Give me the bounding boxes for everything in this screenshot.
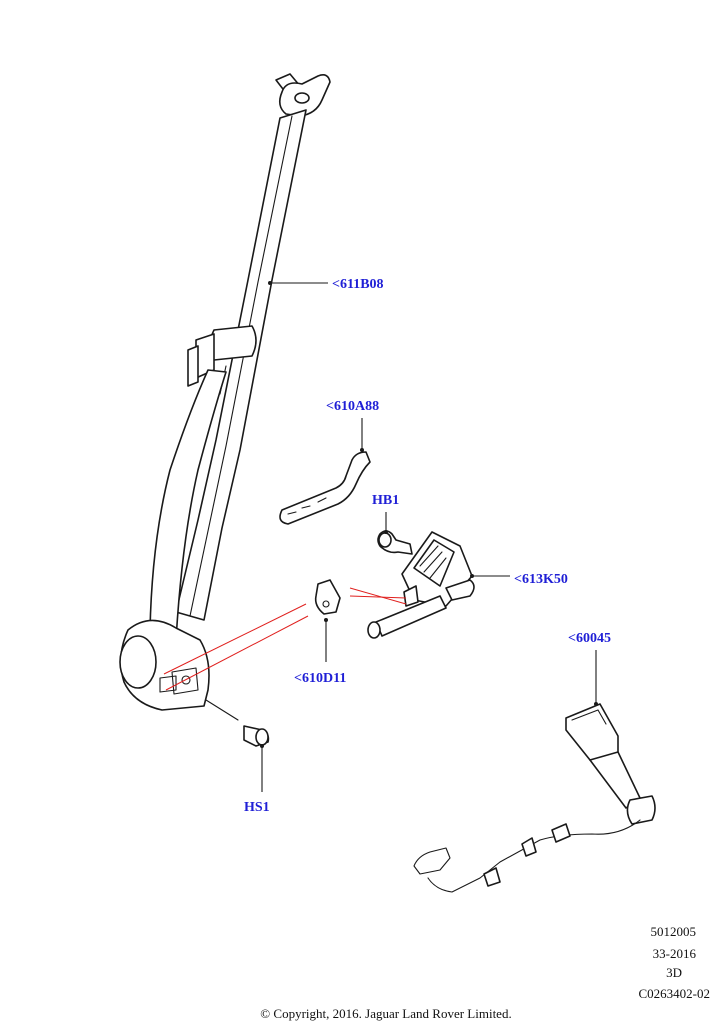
callout-610a88: <610A88 <box>326 399 379 414</box>
bolt-hb1-part <box>377 530 413 555</box>
trim-cover-part <box>279 451 371 525</box>
buckle-assembly-part <box>413 703 656 893</box>
seat-belt-assembly <box>119 73 331 711</box>
callout-613k50: <613K50 <box>514 572 568 587</box>
callout-hs1: HS1 <box>244 800 270 815</box>
date-code: 33-2016 <box>653 946 697 961</box>
copyright-notice: © Copyright, 2016. Jaguar Land Rover Lim… <box>260 1006 511 1021</box>
drawing-number: C0263402-02 <box>639 986 711 1001</box>
height-adjuster-part <box>367 531 475 639</box>
callout-610d11: <610D11 <box>294 671 346 686</box>
callout-hb1: HB1 <box>372 493 399 508</box>
guide-bracket-part <box>314 579 341 615</box>
bolt-hs1-part <box>205 699 270 747</box>
highlight-lines <box>163 587 407 691</box>
callout-60045: <60045 <box>568 631 611 646</box>
leader-lines <box>260 281 598 792</box>
ref-number: 5012005 <box>651 924 697 939</box>
callout-611b08: <611B08 <box>332 277 384 292</box>
view-type: 3D <box>666 965 682 980</box>
